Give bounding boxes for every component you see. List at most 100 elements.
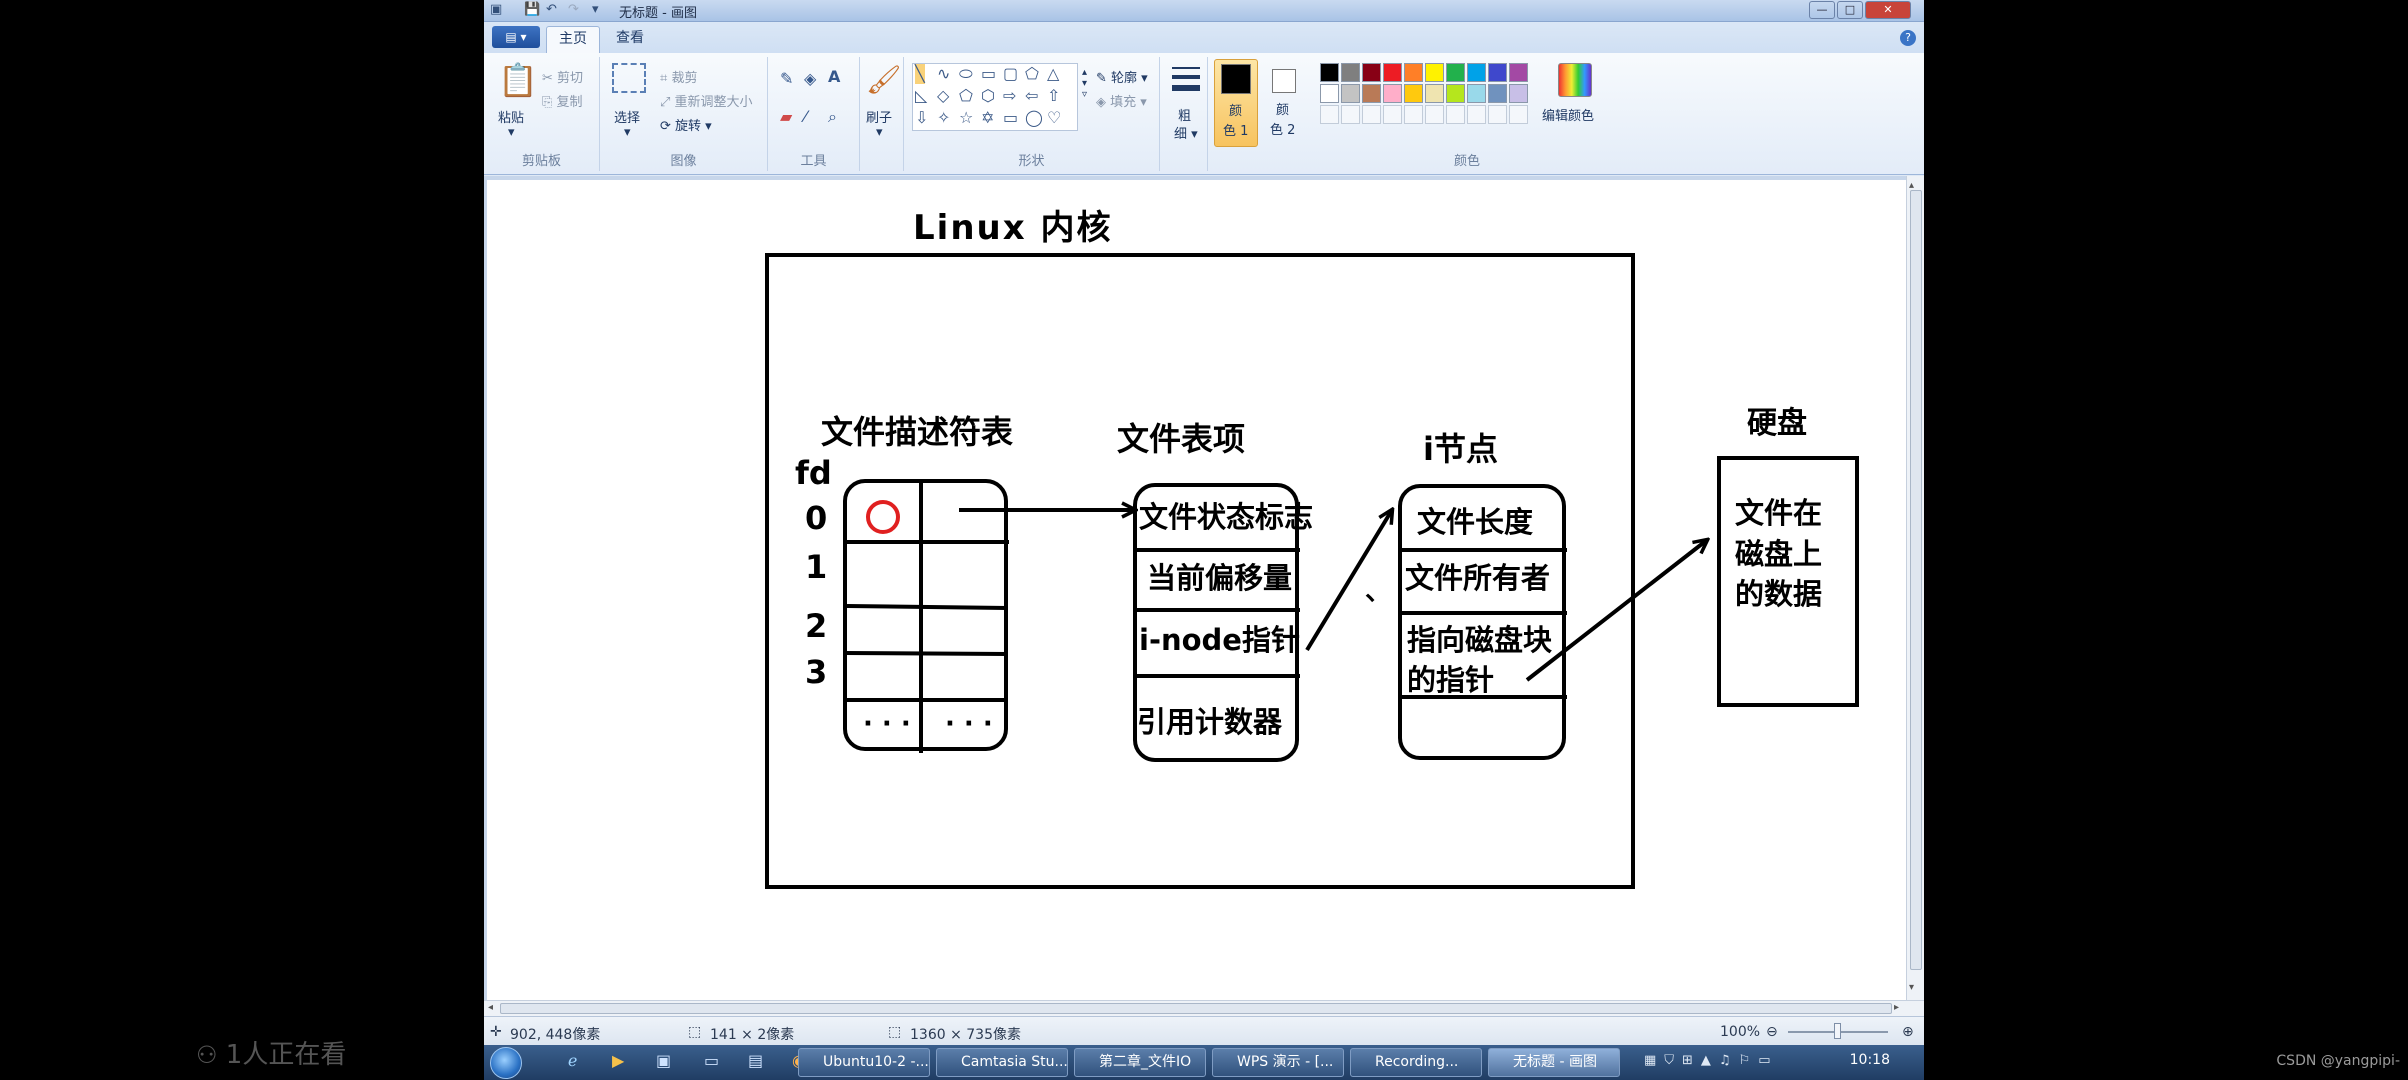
customize-quick-access-icon[interactable]: ▾ bbox=[592, 2, 599, 17]
drawing-canvas[interactable]: Linux 内核 文件描述符表 fd 0 1 2 3 · · · · · · 文… bbox=[487, 180, 1906, 1000]
palette-swatch[interactable] bbox=[1383, 63, 1402, 82]
brush-icon[interactable]: 🖌 bbox=[866, 63, 902, 96]
palette-swatch[interactable] bbox=[1446, 84, 1465, 103]
palette-swatch[interactable] bbox=[1362, 63, 1381, 82]
zoom-out-icon[interactable]: ⊖ bbox=[1766, 1024, 1778, 1040]
edit-colors-button[interactable]: 编辑颜色 bbox=[1542, 109, 1595, 124]
select-button[interactable]: 选择 bbox=[614, 111, 641, 126]
palette-swatch[interactable] bbox=[1425, 84, 1444, 103]
right-arrow-shape-icon[interactable]: ⇨ bbox=[1003, 86, 1017, 105]
taskbar-item-wps[interactable]: WPS 演示 - [... bbox=[1212, 1048, 1344, 1077]
down-arrow-shape-icon[interactable]: ⇩ bbox=[915, 108, 929, 127]
palette-swatch[interactable] bbox=[1446, 105, 1465, 124]
palette-swatch[interactable] bbox=[1488, 84, 1507, 103]
right-triangle-shape-icon[interactable]: ◺ bbox=[915, 86, 928, 105]
brushes-button[interactable]: 刷子 bbox=[866, 111, 893, 126]
taskbar-item-chapter2[interactable]: 第二章_文件IO bbox=[1074, 1048, 1206, 1077]
oval-callout-shape-icon[interactable]: ◯ bbox=[1025, 108, 1043, 127]
palette-swatch[interactable] bbox=[1509, 105, 1528, 124]
start-button[interactable] bbox=[490, 1047, 522, 1079]
polygon-shape-icon[interactable]: ⬠ bbox=[1025, 64, 1039, 83]
taskbar-item-ubuntu[interactable]: Ubuntu10-2 -... bbox=[798, 1048, 930, 1077]
save-icon[interactable]: 💾 bbox=[524, 2, 541, 17]
undo-icon[interactable]: ↶ bbox=[546, 2, 557, 17]
rotate-button[interactable]: ⟳ 旋转 ▾ bbox=[660, 119, 712, 134]
palette-swatch[interactable] bbox=[1383, 105, 1402, 124]
scroll-down-icon[interactable]: ▾ bbox=[1909, 982, 1915, 993]
palette-swatch[interactable] bbox=[1383, 84, 1402, 103]
diamond-shape-icon[interactable]: ◇ bbox=[937, 86, 950, 105]
brushes-dropdown-icon[interactable]: ▾ bbox=[876, 125, 883, 140]
scroll-up-icon[interactable]: ▴ bbox=[1909, 180, 1915, 191]
zoom-slider-thumb[interactable] bbox=[1834, 1023, 1841, 1039]
color2-button[interactable]: 颜 色 2 bbox=[1262, 59, 1306, 147]
horizontal-scrollbar[interactable]: ◂ ▸ bbox=[484, 1000, 1924, 1016]
five-point-star-shape-icon[interactable]: ☆ bbox=[959, 108, 974, 127]
palette-swatch[interactable] bbox=[1404, 84, 1423, 103]
line-shape-icon[interactable]: ╲ bbox=[915, 64, 925, 84]
color1-button[interactable]: 颜 色 1 bbox=[1214, 59, 1258, 147]
media-player-icon[interactable]: ▶ bbox=[612, 1051, 625, 1070]
up-arrow-shape-icon[interactable]: ⇧ bbox=[1047, 86, 1061, 105]
palette-swatch[interactable] bbox=[1488, 105, 1507, 124]
paste-button[interactable]: 粘贴 bbox=[498, 111, 525, 126]
left-arrow-shape-icon[interactable]: ⇦ bbox=[1025, 86, 1039, 105]
copy-button[interactable]: ⎘ 复制 bbox=[542, 95, 583, 110]
palette-swatch[interactable] bbox=[1488, 63, 1507, 82]
crop-button[interactable]: ⌗ 裁剪 bbox=[660, 71, 698, 86]
tab-view[interactable]: 查看 bbox=[616, 30, 644, 46]
callout-shape-icon[interactable]: ▭ bbox=[1003, 108, 1019, 127]
palette-swatch[interactable] bbox=[1362, 84, 1381, 103]
cut-button[interactable]: ✂ 剪切 bbox=[542, 71, 584, 86]
palette-swatch[interactable] bbox=[1341, 105, 1360, 124]
palette-swatch[interactable] bbox=[1320, 105, 1339, 124]
maximize-button[interactable]: □ bbox=[1837, 1, 1863, 19]
palette-swatch[interactable] bbox=[1509, 63, 1528, 82]
select-icon[interactable] bbox=[612, 63, 646, 93]
palette-swatch[interactable] bbox=[1320, 63, 1339, 82]
palette-swatch[interactable] bbox=[1467, 105, 1486, 124]
color-picker-icon[interactable]: ⁄ bbox=[804, 107, 807, 126]
explorer-icon[interactable]: ▣ bbox=[656, 1051, 672, 1070]
palette-swatch[interactable] bbox=[1404, 105, 1423, 124]
taskbar-item-camtasia[interactable]: Camtasia Stu... bbox=[936, 1048, 1068, 1077]
select-dropdown-icon[interactable]: ▾ bbox=[624, 125, 631, 140]
palette-swatch[interactable] bbox=[1467, 84, 1486, 103]
pencil-icon[interactable]: ✎ bbox=[780, 69, 794, 88]
fill-button[interactable]: ◈ 填充 ▾ bbox=[1096, 95, 1147, 110]
hexagon-shape-icon[interactable]: ⬡ bbox=[981, 86, 995, 105]
palette-swatch[interactable] bbox=[1509, 84, 1528, 103]
taskbar-item-recording[interactable]: Recording... bbox=[1350, 1048, 1482, 1077]
help-icon[interactable]: ? bbox=[1900, 30, 1916, 46]
ie-icon[interactable]: ℯ bbox=[568, 1051, 578, 1070]
palette-swatch[interactable] bbox=[1425, 63, 1444, 82]
palette-swatch[interactable] bbox=[1446, 63, 1465, 82]
paint-menu-button[interactable]: ▤ ▾ bbox=[492, 26, 540, 48]
palette-swatch[interactable] bbox=[1425, 105, 1444, 124]
paste-icon[interactable]: 📋 bbox=[498, 61, 538, 99]
fill-bucket-icon[interactable]: ◈ bbox=[804, 69, 817, 88]
scroll-right-icon[interactable]: ▸ bbox=[1894, 1002, 1900, 1013]
palette-swatch[interactable] bbox=[1404, 63, 1423, 82]
taskbar-item-paint[interactable]: 无标题 - 画图 bbox=[1488, 1048, 1620, 1077]
close-button[interactable]: ✕ bbox=[1865, 1, 1911, 19]
size-group[interactable]: 粗 细 ▾ bbox=[1160, 57, 1208, 171]
four-point-star-shape-icon[interactable]: ✧ bbox=[937, 108, 951, 127]
minimize-button[interactable]: — bbox=[1809, 1, 1835, 19]
pentagon-shape-icon[interactable]: ⬠ bbox=[959, 86, 973, 105]
palette-swatch[interactable] bbox=[1341, 84, 1360, 103]
horizontal-scroll-thumb[interactable] bbox=[500, 1003, 1892, 1014]
oval-shape-icon[interactable]: ⬭ bbox=[959, 64, 973, 83]
tab-home[interactable]: 主页 bbox=[546, 26, 600, 53]
curve-shape-icon[interactable]: ∿ bbox=[937, 64, 951, 83]
palette-swatch[interactable] bbox=[1467, 63, 1486, 82]
vertical-scrollbar[interactable]: ▴ ▾ bbox=[1906, 176, 1924, 1000]
text-tool-icon[interactable]: A bbox=[828, 67, 841, 86]
zoom-in-icon[interactable]: ⊕ bbox=[1902, 1024, 1914, 1040]
palette-swatch[interactable] bbox=[1320, 84, 1339, 103]
resize-button[interactable]: ⤢ 重新调整大小 bbox=[660, 95, 753, 110]
shapes-scroll-icon[interactable]: ▴▾▿ bbox=[1082, 67, 1088, 100]
scroll-left-icon[interactable]: ◂ bbox=[488, 1002, 494, 1013]
edit-colors-icon[interactable] bbox=[1558, 63, 1592, 97]
paste-dropdown-icon[interactable]: ▾ bbox=[508, 125, 515, 140]
